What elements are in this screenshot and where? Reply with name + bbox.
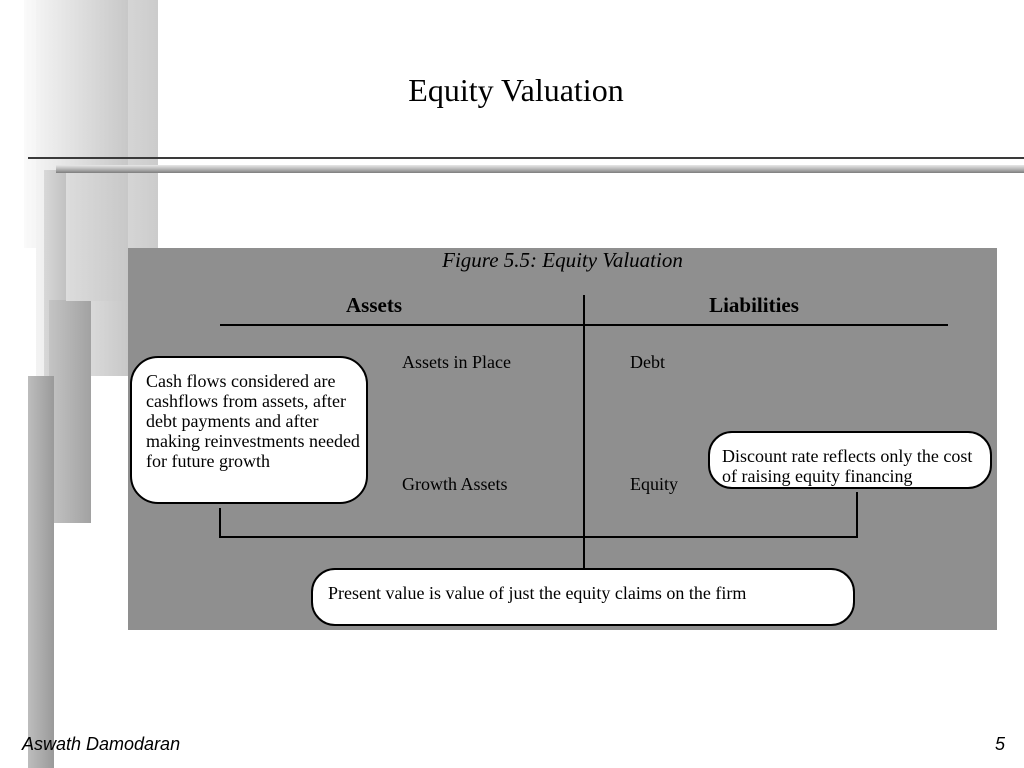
bracket-horizontal <box>219 536 858 538</box>
page-number: 5 <box>994 734 1005 754</box>
discount-rate-callout-text: Discount rate reflects only the cost of … <box>722 446 973 486</box>
title-divider-shadow <box>56 165 1024 173</box>
bracket-right-leg <box>856 492 858 538</box>
decor-bar-5 <box>28 376 54 768</box>
footer-author: Aswath Damodaran <box>22 734 181 754</box>
balance-divider <box>583 295 585 570</box>
decor-bar-6 <box>66 170 128 301</box>
title-divider <box>28 157 1024 159</box>
decor-bar-4 <box>49 300 91 523</box>
debt-label: Debt <box>630 352 665 372</box>
cashflows-callout-text: Cash flows considered are cashflows from… <box>146 371 360 471</box>
present-value-callout-text: Present value is value of just the equit… <box>328 583 747 603</box>
cashflows-callout: Cash flows considered are cashflows from… <box>130 356 368 504</box>
figure-caption: Figure 5.5: Equity Valuation <box>442 248 683 272</box>
figure-panel: Figure 5.5: Equity Valuation Assets Liab… <box>128 248 997 630</box>
present-value-callout: Present value is value of just the equit… <box>311 568 855 626</box>
assets-in-place-label: Assets in Place <box>402 352 511 372</box>
slide-title: Equity Valuation <box>408 72 624 108</box>
growth-assets-label: Growth Assets <box>402 474 508 494</box>
equity-label: Equity <box>630 474 678 494</box>
discount-rate-callout: Discount rate reflects only the cost of … <box>708 431 992 489</box>
bracket-left-leg <box>219 508 221 538</box>
assets-header: Assets <box>346 293 402 317</box>
liabilities-header: Liabilities <box>709 293 799 317</box>
